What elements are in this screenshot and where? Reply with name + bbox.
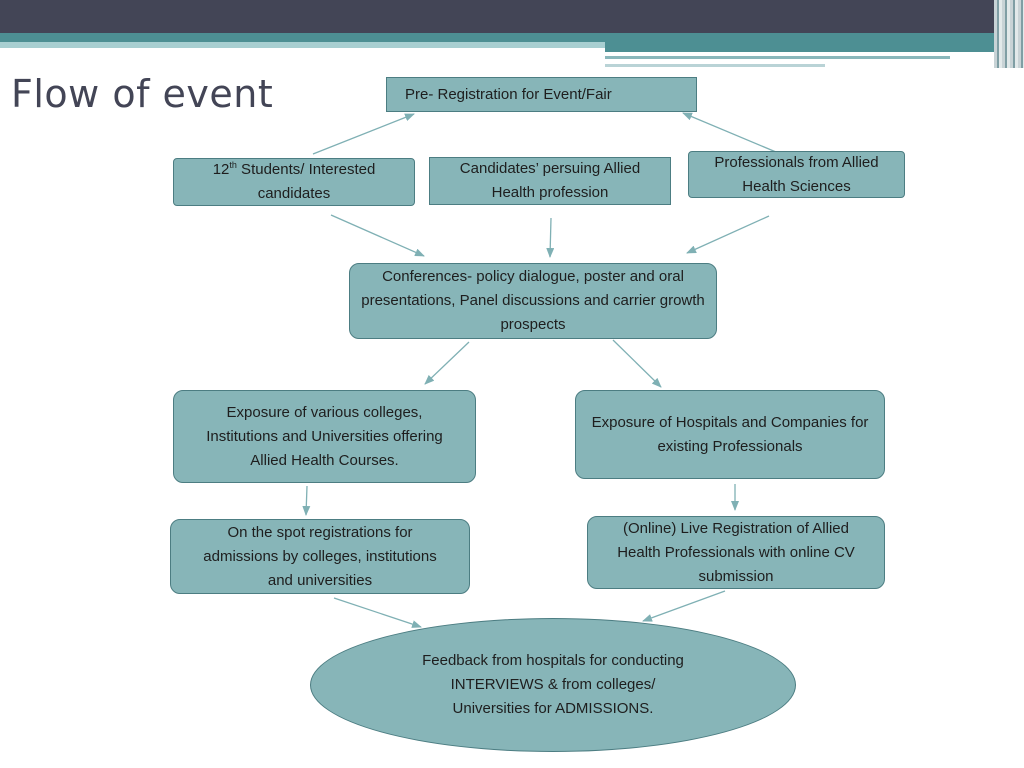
feedback-label: Feedback from hospitals for conducting I… (422, 652, 684, 717)
exposure-hospitals-box: Exposure of Hospitals and Companies for … (575, 390, 885, 479)
arrow-spot-to-feedback (333, 597, 422, 628)
arrow-students-to-conferences (330, 214, 425, 257)
slide-title: Flow of event (11, 72, 274, 116)
feedback-ellipse: Feedback from hospitals for conducting I… (310, 618, 796, 752)
header-stripe-2 (605, 64, 825, 67)
arrow-professionals-to-conferences (686, 215, 770, 254)
exposure-colleges-label: Exposure of various colleges, Institutio… (206, 403, 443, 469)
exposure-hospitals-label: Exposure of Hospitals and Companies for … (591, 413, 869, 455)
candidates-label: Candidates’ persuing Allied Health profe… (459, 160, 641, 201)
students-box: 12th Students/ Interested candidates (173, 158, 415, 206)
arrow-colleges-to-spot (302, 485, 311, 516)
exposure-colleges-box: Exposure of various colleges, Institutio… (173, 390, 476, 483)
professionals-box: Professionals from Allied Health Science… (688, 151, 905, 198)
header-stripe-1 (605, 56, 950, 59)
conferences-label: Conferences- policy dialogue, poster and… (361, 268, 705, 333)
arrow-professionals-to-prereg (682, 112, 777, 153)
header-band-dark (0, 0, 1024, 33)
header-edge-stripes (994, 0, 1024, 68)
pre-registration-label: Pre- Registration for Event/Fair (405, 85, 612, 103)
arrow-online-to-feedback (642, 590, 726, 622)
spot-registrations-label: On the spot registrations for admissions… (203, 523, 437, 589)
professionals-label: Professionals from Allied Health Science… (714, 153, 879, 195)
arrow-conferences-to-hospitals (612, 339, 662, 388)
arrow-conferences-to-colleges (424, 341, 470, 385)
online-registration-label: (Online) Live Registration of Allied Hea… (617, 519, 855, 585)
online-registration-box: (Online) Live Registration of Allied Hea… (587, 516, 885, 589)
pre-registration-box: Pre- Registration for Event/Fair (386, 77, 697, 112)
arrow-students-to-prereg (312, 113, 415, 155)
header-band-right (605, 42, 1024, 52)
students-label: 12th Students/ Interested candidates (212, 160, 376, 203)
spot-registrations-box: On the spot registrations for admissions… (170, 519, 470, 594)
header-band-teal (0, 33, 1024, 42)
header-band-light (0, 42, 605, 48)
arrow-candidates-to-conferences (546, 217, 555, 258)
candidates-box: Candidates’ persuing Allied Health profe… (429, 157, 671, 205)
conferences-box: Conferences- policy dialogue, poster and… (349, 263, 717, 339)
